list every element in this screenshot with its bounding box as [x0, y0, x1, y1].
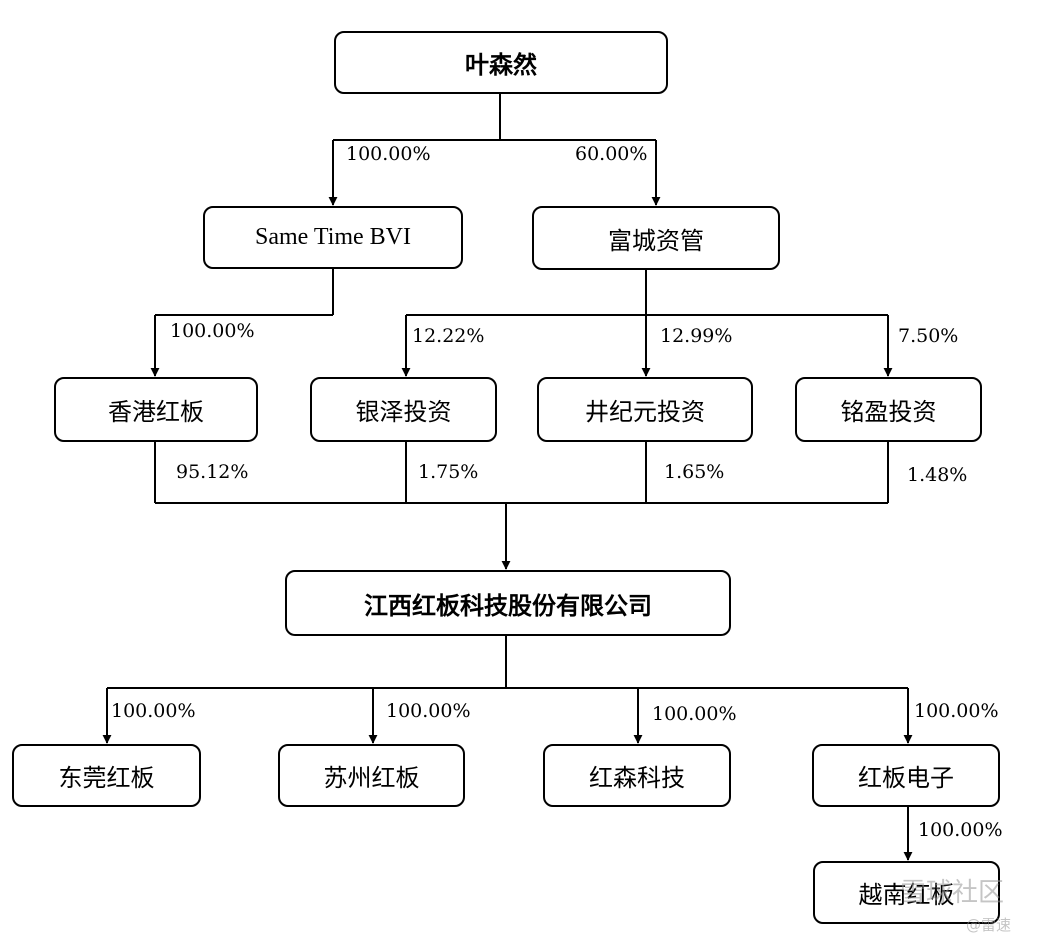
pct-company-to-electronics: 100.00% [914, 700, 999, 722]
pct-root-to-fucheng: 60.00% [575, 143, 648, 165]
pct-mingying-to-company: 1.48% [907, 464, 968, 486]
node-vietnam-hongban: 越南红板 [813, 861, 1000, 924]
node-hongban-electronics: 红板电子 [812, 744, 1000, 807]
pct-fucheng-to-jingjiyuan: 12.99% [660, 325, 733, 347]
node-mingying-investment: 铭盈投资 [795, 377, 982, 442]
node-jiangxi-hongban-company: 江西红板科技股份有限公司 [285, 570, 731, 636]
node-hk-hongban: 香港红板 [54, 377, 258, 442]
pct-company-to-hongsen: 100.00% [652, 703, 737, 725]
node-jingjiyuan-investment: 井纪元投资 [537, 377, 753, 442]
node-hongsen-tech: 红森科技 [543, 744, 731, 807]
pct-hk-to-company: 95.12% [176, 461, 249, 483]
pct-yinze-to-company: 1.75% [418, 461, 479, 483]
node-ye-senran: 叶森然 [334, 31, 668, 94]
node-dongguan-hongban: 东莞红板 [12, 744, 201, 807]
node-fucheng-asset-mgmt: 富城资管 [532, 206, 780, 270]
pct-root-to-bvi: 100.00% [346, 143, 431, 165]
node-suzhou-hongban: 苏州红板 [278, 744, 465, 807]
pct-bvi-to-hk: 100.00% [170, 320, 255, 342]
pct-company-to-suzhou: 100.00% [386, 700, 471, 722]
pct-company-to-dongguan: 100.00% [111, 700, 196, 722]
node-yinze-investment: 银泽投资 [310, 377, 497, 442]
pct-electronics-to-vietnam: 100.00% [918, 819, 1003, 841]
pct-fucheng-to-mingying: 7.50% [898, 325, 959, 347]
watermark-handle: @雷速 [966, 916, 1012, 934]
pct-jingjiyuan-to-company: 1.65% [664, 461, 725, 483]
watermark-brand: 雪球社区 [900, 878, 1005, 908]
node-same-time-bvi: Same Time BVI [203, 206, 463, 269]
pct-fucheng-to-yinze: 12.22% [412, 325, 485, 347]
